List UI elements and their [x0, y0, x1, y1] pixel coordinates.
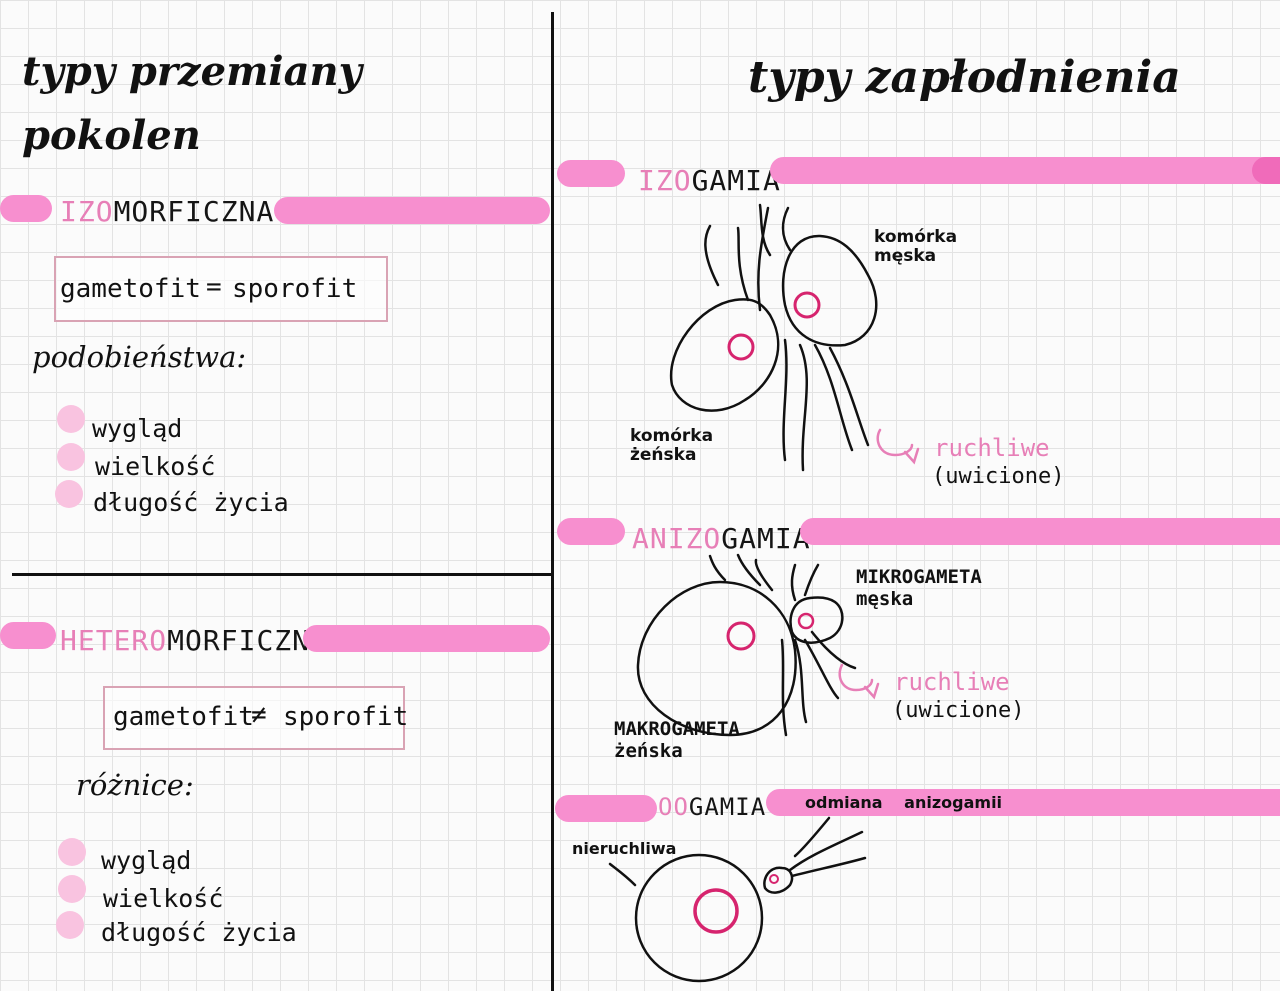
oogamia-band-left — [555, 795, 657, 822]
izo-heading-suffix: MORFICZNA — [113, 195, 275, 228]
female-cell-label: komórka żeńska — [630, 427, 713, 465]
hetero-band-left — [0, 622, 56, 649]
microgamete-label-line1: MIKROGAMETA — [856, 566, 982, 588]
izo-equation-box: gametofit = sporofit — [54, 256, 388, 322]
izogamia-band-right — [770, 157, 1280, 184]
izogamia-heading: IZOGAMIA — [638, 164, 781, 197]
macrogamete-label: MAKROGAMETA żeńska — [614, 718, 740, 762]
right-title: typy zapłodnienia — [748, 52, 1181, 103]
izo-bullet-1 — [57, 405, 85, 433]
oogamia-variant-label: odmiana anizogamii — [805, 793, 1002, 812]
heteromorficzna-heading: HETEROMORFICZNA — [60, 624, 328, 657]
anizogamia-band-right — [800, 518, 1280, 545]
vertical-divider — [551, 12, 554, 991]
oogamia-variant: odmiana — [805, 793, 883, 812]
left-title-line1: typy przemiany — [22, 48, 362, 95]
macrogamete-label-line2: żeńska — [614, 740, 683, 762]
similarities-label: podobieństwa: — [32, 340, 246, 374]
anizogamia-motile: ruchliwe — [894, 668, 1010, 696]
microgamete-label: MIKROGAMETA męska — [856, 566, 982, 610]
izo-heading-prefix: IZO — [60, 195, 114, 228]
left-title-line2: pokolen — [22, 112, 201, 159]
hetero-heading-prefix: HETERO — [60, 624, 168, 657]
izo-box-gametofit: gametofit — [60, 274, 201, 304]
oogamia-immobile-label: nieruchliwa — [572, 839, 677, 858]
izo-box-sporofit: sporofit — [232, 274, 358, 304]
izo-bullet-2 — [57, 443, 85, 471]
anizogamia-band-left — [557, 518, 625, 545]
izogamia-heading-prefix: IZO — [638, 164, 692, 197]
anizogamia-heading: ANIZOGAMIA — [632, 522, 811, 555]
hetero-box-sign: ≠ — [251, 700, 267, 730]
male-cell-label: komórka męska — [874, 228, 957, 266]
similarities-label-colon: : — [236, 340, 247, 374]
oogamia-heading: OOGAMIA — [658, 793, 766, 821]
izo-item-1: wygląd — [92, 414, 183, 443]
hetero-box-sporofit: sporofit — [283, 702, 409, 732]
oogamia-heading-suffix: GAMIA — [688, 793, 767, 821]
female-cell-label-line1: komórka — [630, 426, 714, 446]
izo-item-3: długość życia — [93, 488, 289, 517]
anizogamia-heading-suffix: GAMIA — [721, 522, 811, 555]
hetero-heading-suffix: MORFICZNA — [167, 624, 328, 657]
differences-label-colon: : — [183, 768, 194, 802]
izogamia-flagellated: (uwicione) — [932, 464, 1065, 489]
hetero-box-gametofit: gametofit — [113, 702, 254, 732]
izo-band-right — [274, 197, 550, 224]
hetero-item-3: długość życia — [101, 918, 297, 947]
hetero-bullet-3 — [56, 911, 84, 939]
izogamia-heading-suffix: GAMIA — [691, 164, 781, 197]
hetero-item-1: wygląd — [101, 846, 192, 875]
izogamia-motile: ruchliwe — [934, 434, 1050, 462]
macrogamete-label-line1: MAKROGAMETA — [614, 718, 740, 740]
hetero-item-2: wielkość — [103, 884, 224, 913]
izogamia-band-cap — [1252, 157, 1280, 184]
izo-item-2: wielkość — [95, 452, 216, 481]
microgamete-label-line2: męska — [856, 588, 914, 610]
hetero-bullet-2 — [58, 875, 86, 903]
male-cell-label-line2: męska — [874, 246, 937, 266]
hetero-bullet-1 — [58, 838, 86, 866]
male-cell-label-line1: komórka — [874, 227, 958, 247]
izo-band-left — [0, 195, 52, 222]
similarities-label-text: podobieństwa — [32, 340, 237, 374]
anizogamia-flagellated: (uwicione) — [892, 698, 1025, 723]
horizontal-divider — [12, 573, 552, 576]
differences-label: różnice: — [76, 768, 194, 802]
oogamia-band-right — [766, 789, 1280, 816]
izogamia-band-left — [557, 160, 625, 187]
izo-bullet-3 — [55, 480, 83, 508]
oogamia-heading-prefix: OO — [658, 793, 689, 821]
hetero-band-right — [303, 625, 550, 652]
female-cell-label-line2: żeńska — [630, 445, 697, 465]
izo-box-sign: = — [206, 272, 222, 302]
differences-label-text: różnice — [76, 768, 184, 802]
anizogamia-heading-prefix: ANIZO — [632, 522, 722, 555]
izomorficzna-heading: IZOMORFICZNA — [60, 195, 274, 228]
oogamia-variant-of: anizogamii — [904, 793, 1003, 812]
hetero-equation-box: gametofit ≠ sporofit — [103, 686, 409, 750]
